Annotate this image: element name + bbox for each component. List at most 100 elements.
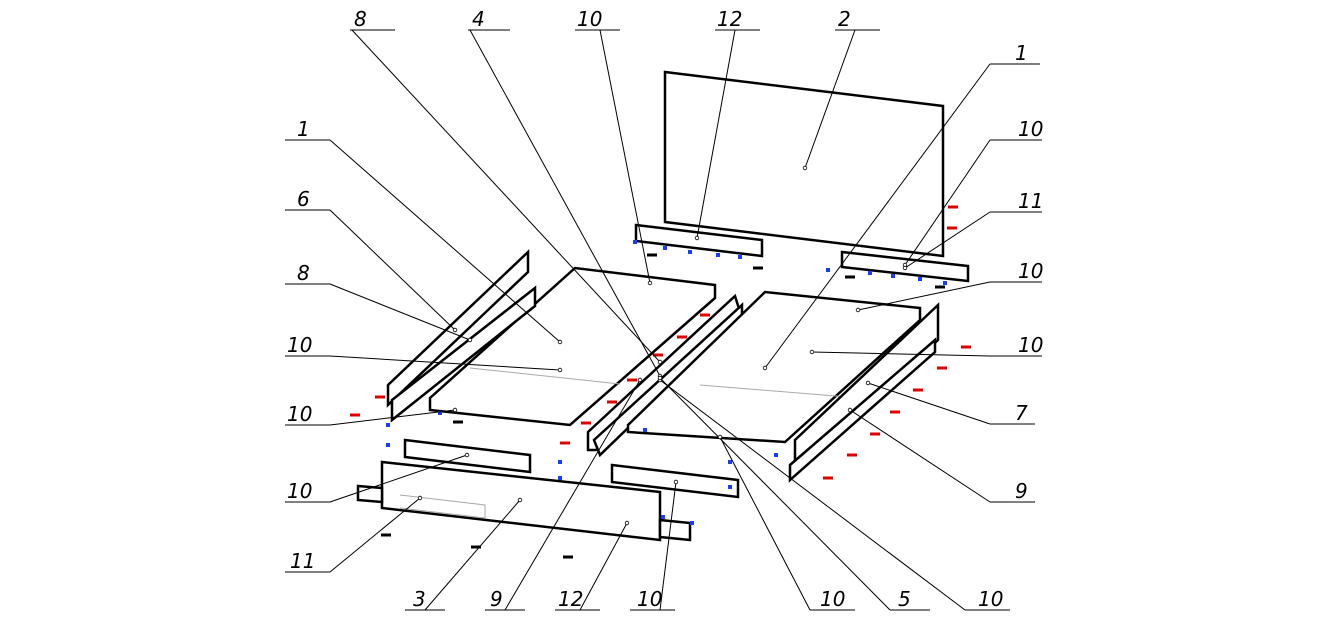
- fastener-blue: [438, 411, 442, 415]
- fasteners: [350, 205, 971, 559]
- callout-bottom-0: 10: [657, 377, 1010, 611]
- callout-number: 6: [297, 187, 310, 211]
- fastener-black: [453, 420, 463, 424]
- leader-line: [329, 139, 561, 343]
- leader-line: [696, 29, 736, 239]
- fastener-red: [913, 388, 923, 392]
- callout-right-4: 10: [809, 333, 1043, 357]
- fastener-blue: [774, 453, 778, 457]
- part-headboard: [663, 70, 945, 258]
- fastener-red: [948, 205, 958, 209]
- callout-left-1: 10: [285, 452, 470, 503]
- callout-number: 10: [287, 479, 312, 503]
- leader-line: [659, 379, 966, 611]
- fastener-black: [381, 533, 391, 537]
- leader-line: [469, 29, 661, 377]
- callout-number: 9: [1015, 479, 1028, 503]
- fastener-blue: [918, 277, 922, 281]
- callout-number: 10: [287, 333, 312, 357]
- fastener-red: [947, 226, 957, 230]
- fastener-blue: [643, 428, 647, 432]
- part-panel-left: [428, 266, 717, 427]
- callout-number: 1: [297, 117, 310, 141]
- callout-number: 10: [577, 7, 602, 31]
- fastener-blue: [891, 274, 895, 278]
- callout-number: 10: [1018, 259, 1043, 283]
- callout-right-6: 9: [847, 407, 1035, 503]
- callout-number: 4: [472, 7, 485, 31]
- callout-top-3: 12: [694, 7, 760, 241]
- part-side-8: [390, 285, 537, 423]
- leader-line: [329, 209, 456, 331]
- leader-line: [719, 436, 811, 611]
- fastener-red: [653, 353, 663, 357]
- callout-top-2: 10: [575, 7, 653, 286]
- fastener-red: [870, 432, 880, 436]
- fastener-blue: [558, 476, 562, 480]
- callout-number: 10: [637, 587, 662, 611]
- leader-line: [329, 355, 561, 371]
- fastener-red: [700, 313, 710, 317]
- leader-line: [424, 499, 521, 611]
- fastener-black: [647, 253, 657, 257]
- fastener-red: [607, 400, 617, 404]
- callout-top-1: 4: [468, 7, 663, 379]
- leader-line: [599, 29, 651, 284]
- fastener-blue: [728, 485, 732, 489]
- callout-number: 10: [1018, 117, 1043, 141]
- fastener-red: [961, 345, 971, 349]
- callout-bottom-1: 5: [657, 375, 930, 611]
- fastener-blue: [738, 255, 742, 259]
- fastener-blue: [663, 246, 667, 250]
- callout-top-0: 8: [350, 7, 663, 365]
- fastener-red: [375, 395, 385, 399]
- fastener-black: [935, 285, 945, 289]
- leader-line: [504, 379, 641, 611]
- callout-right-3: 10: [855, 259, 1043, 313]
- fastener-blue: [826, 268, 830, 272]
- leader-line: [329, 497, 421, 573]
- callout-number: 10: [287, 402, 312, 426]
- leader-line: [659, 377, 891, 611]
- fastener-red: [890, 410, 900, 414]
- callout-number: 11: [290, 549, 315, 573]
- fastener-blue: [716, 253, 720, 257]
- callout-right-2: 11: [902, 189, 1043, 271]
- callout-left-2: 10: [285, 402, 458, 426]
- callout-bottom-3: 10: [630, 479, 679, 611]
- part-side-9-right: [788, 337, 937, 483]
- leader-line: [579, 522, 628, 611]
- callout-number: 10: [1018, 333, 1043, 357]
- callout-number: 5: [898, 587, 911, 611]
- part-side-6: [386, 249, 530, 408]
- leader-line: [329, 454, 468, 503]
- callout-bottom-6: 3: [405, 497, 523, 611]
- fastener-black: [471, 545, 481, 549]
- fastener-red: [350, 413, 360, 417]
- leader-line: [857, 281, 991, 311]
- callout-number: 12: [558, 587, 583, 611]
- callout-number: 11: [1018, 189, 1043, 213]
- fastener-black: [753, 266, 763, 270]
- callout-number: 9: [490, 587, 503, 611]
- fastener-red: [847, 453, 857, 457]
- leader-line: [329, 409, 456, 426]
- callout-top-4: 2: [802, 7, 880, 171]
- fastener-blue: [558, 460, 562, 464]
- fastener-red: [560, 441, 570, 445]
- fastener-red: [627, 378, 637, 382]
- fastener-red: [677, 335, 687, 339]
- callout-bottom-5: 9: [485, 377, 643, 611]
- fastener-black: [563, 555, 573, 559]
- leader-line: [329, 283, 471, 341]
- fastener-red: [937, 366, 947, 370]
- callout-left-3: 10: [285, 333, 563, 373]
- callout-number: 7: [1015, 401, 1028, 425]
- callout-number: 8: [297, 261, 310, 285]
- callout-bottom-4: 12: [555, 520, 630, 611]
- fastener-blue: [868, 271, 872, 275]
- fastener-black: [845, 275, 855, 279]
- callout-right-0: 1: [762, 41, 1040, 371]
